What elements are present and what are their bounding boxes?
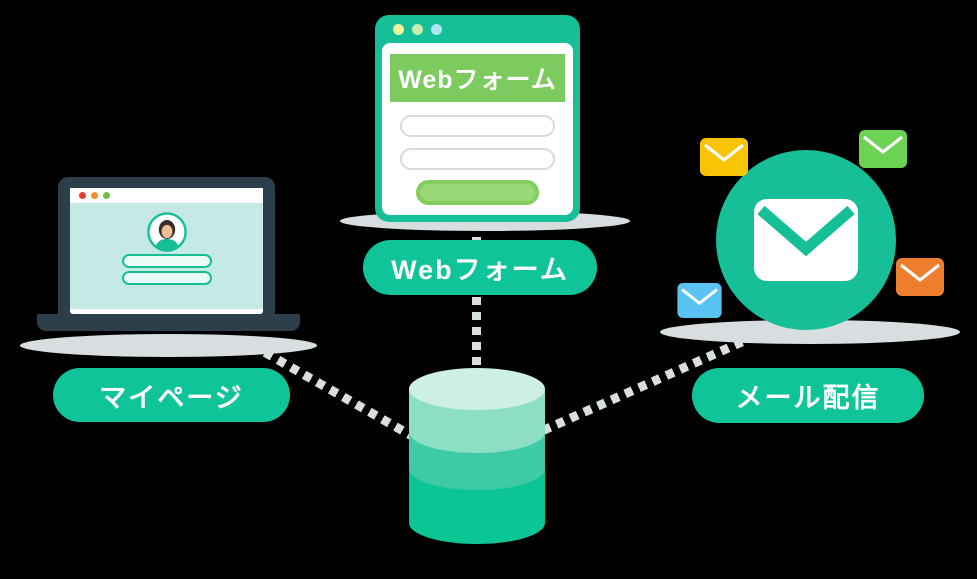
mail-circle [716, 150, 896, 330]
webform-window-title: Webフォーム [390, 54, 565, 102]
webform-window-body: Webフォーム [382, 43, 573, 215]
envelope-orange-icon [896, 258, 944, 296]
mail-label: メール配信 [692, 368, 924, 423]
laptop-browser-window [70, 188, 263, 314]
titlebar-dot-green-icon [103, 192, 110, 199]
connector-webform-to-database [472, 222, 481, 378]
laptop-browser-titlebar [70, 188, 263, 203]
mypage-screen-content [70, 203, 263, 309]
laptop-shadow [20, 334, 317, 357]
database-icon [409, 368, 545, 544]
titlebar-dot-red-icon [79, 192, 86, 199]
user-avatar-icon [147, 212, 187, 252]
webform-label: Webフォーム [363, 240, 597, 295]
laptop-screen [58, 177, 275, 314]
envelope-icon [754, 199, 858, 281]
webform-input-field-2 [400, 148, 555, 170]
window-dot-yellow-icon [393, 24, 404, 35]
window-dot-cyan-icon [431, 24, 442, 35]
mypage-field-2 [122, 271, 212, 285]
webform-submit-button [416, 180, 539, 205]
webform-window: Webフォーム [375, 15, 580, 222]
laptop-base [37, 314, 300, 331]
envelope-yellow-icon [700, 138, 748, 176]
envelope-blue-icon [677, 283, 722, 318]
window-dot-green-icon [412, 24, 423, 35]
envelope-green-icon [859, 130, 907, 168]
webform-input-field-1 [400, 115, 555, 137]
titlebar-dot-orange-icon [91, 192, 98, 199]
mypage-label: マイページ [53, 368, 290, 422]
mypage-field-1 [122, 254, 212, 268]
